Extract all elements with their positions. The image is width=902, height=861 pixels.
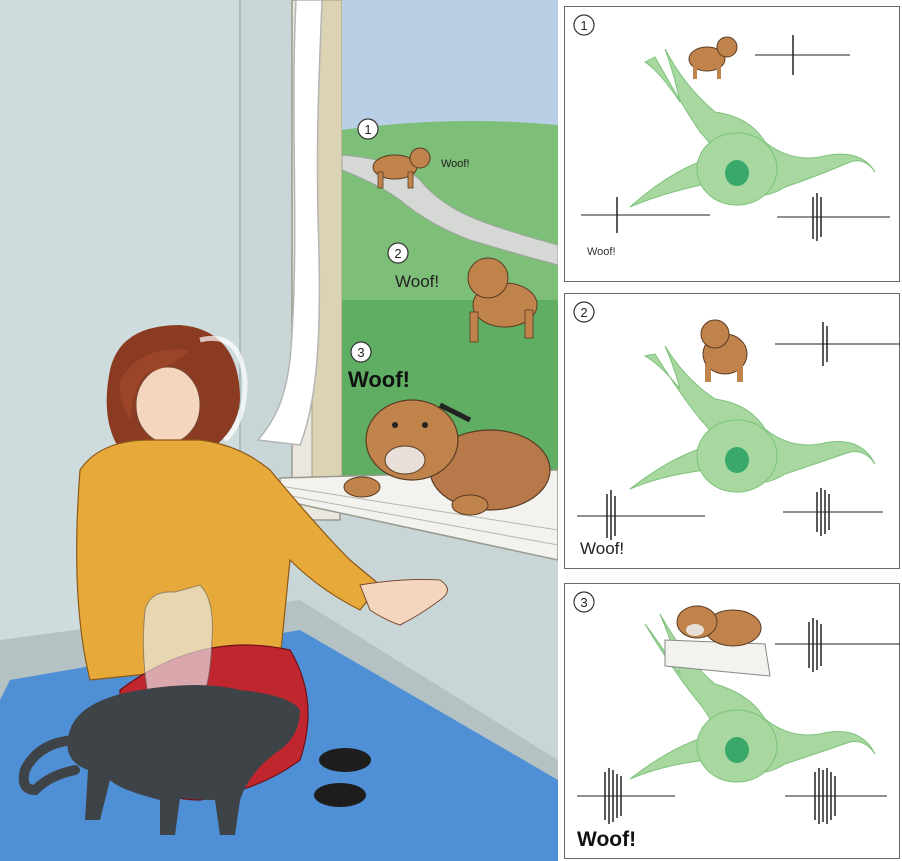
- scene-marker-3-number: 3: [357, 345, 364, 360]
- panel-1-number: 1: [580, 18, 587, 33]
- panel-2-bark: Woof!: [580, 539, 624, 558]
- panel-3-bark: Woof!: [577, 828, 636, 851]
- spike-trace-input-right: [777, 193, 890, 241]
- scene-marker-2-number: 2: [394, 246, 401, 261]
- scene-bark-1: Woof!: [441, 158, 470, 170]
- spike-trace-output: [775, 618, 900, 672]
- scene-illustration: 1 Woof! 2 Woof! 3 Woof!: [0, 0, 558, 861]
- neuron-panel-1: 1 Woof!: [564, 6, 900, 282]
- neuron-panel-2: 2 Woof!: [564, 293, 900, 569]
- neuron-1: [630, 49, 875, 207]
- neuron-panel-1-art: 1 Woof!: [565, 7, 901, 283]
- neuron-panel-2-art: 2 Woof!: [565, 294, 901, 570]
- neuron-panel-3-art: 3: [565, 584, 901, 860]
- panel-1-bark: Woof!: [587, 246, 616, 258]
- spike-trace-output: [775, 322, 900, 366]
- spike-trace-input-right: [785, 768, 887, 824]
- panel-2-number: 2: [580, 305, 587, 320]
- scene-bark-3: Woof!: [348, 367, 410, 392]
- panel-2-dog-icon: [701, 320, 747, 382]
- scene-marker-1-number: 1: [364, 122, 371, 137]
- neuron-panel-3: 3: [564, 583, 900, 859]
- neuron-2: [630, 346, 875, 492]
- panel-3-dog-icon: [665, 606, 770, 676]
- panel-1-dog-icon: [689, 37, 737, 79]
- spike-trace-input-right: [783, 488, 883, 536]
- sky: [342, 0, 558, 130]
- spike-trace-input-left: [577, 490, 705, 540]
- spike-trace-output: [755, 35, 850, 75]
- spike-trace-input-left: [577, 768, 675, 824]
- scene-bark-2: Woof!: [395, 272, 439, 291]
- panel-3-number: 3: [580, 595, 587, 610]
- spike-trace-input-left: [581, 197, 710, 233]
